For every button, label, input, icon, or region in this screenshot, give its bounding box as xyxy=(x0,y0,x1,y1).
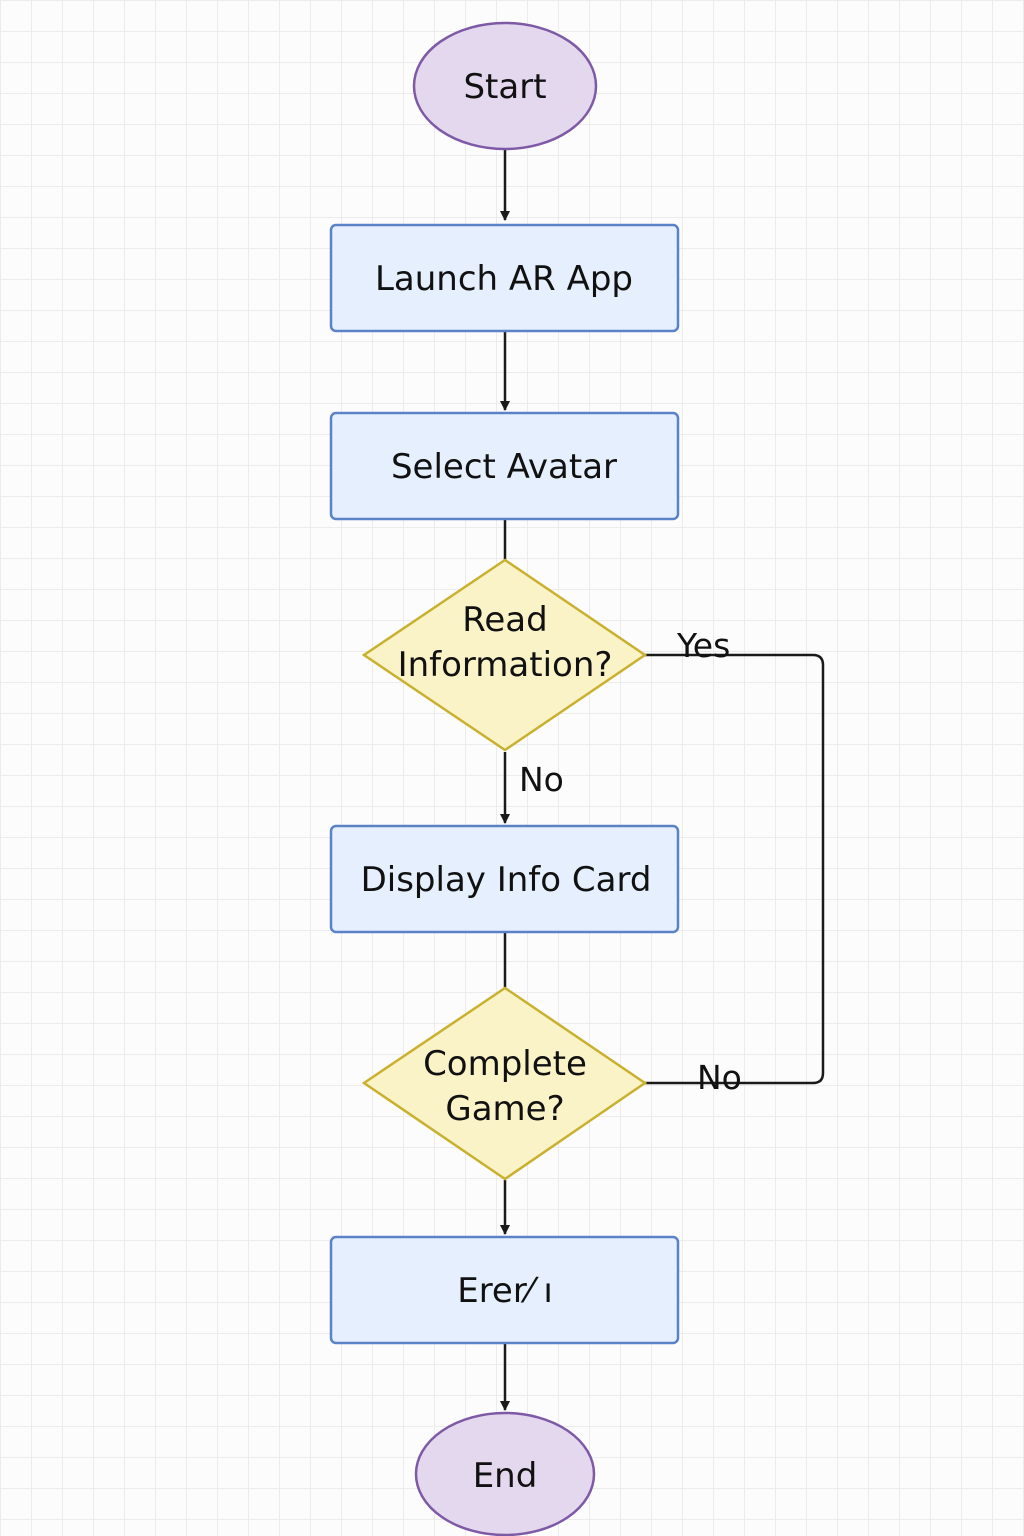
select-avatar-label: Select Avatar xyxy=(391,447,617,487)
read-information-label-line1: Read xyxy=(462,600,547,640)
read-information-label-line2: Information? xyxy=(398,645,613,685)
select-avatar-step xyxy=(329,411,680,521)
complete-game-label-line2: Game? xyxy=(445,1089,564,1129)
earn-step xyxy=(329,1235,680,1345)
launch-app-label: Launch AR App xyxy=(375,259,633,299)
read-information-decision xyxy=(361,558,648,752)
no-edge-label-down: No xyxy=(519,760,564,799)
end-label: End xyxy=(473,1456,538,1496)
complete-game-label-line1: Complete xyxy=(423,1044,587,1084)
start-terminal xyxy=(412,21,598,151)
display-info-card-step xyxy=(329,824,680,934)
end-terminal xyxy=(414,1411,596,1536)
yes-edge-label: Yes xyxy=(676,626,730,665)
start-label: Start xyxy=(463,67,546,107)
edge-read-yes-loop xyxy=(645,653,825,1085)
display-info-card-label: Display Info Card xyxy=(361,860,652,900)
complete-game-decision xyxy=(361,986,648,1181)
earn-step-label: Erer⁄ ı xyxy=(457,1271,553,1311)
no-edge-label-right: No xyxy=(697,1058,742,1097)
launch-app-step xyxy=(329,223,680,333)
